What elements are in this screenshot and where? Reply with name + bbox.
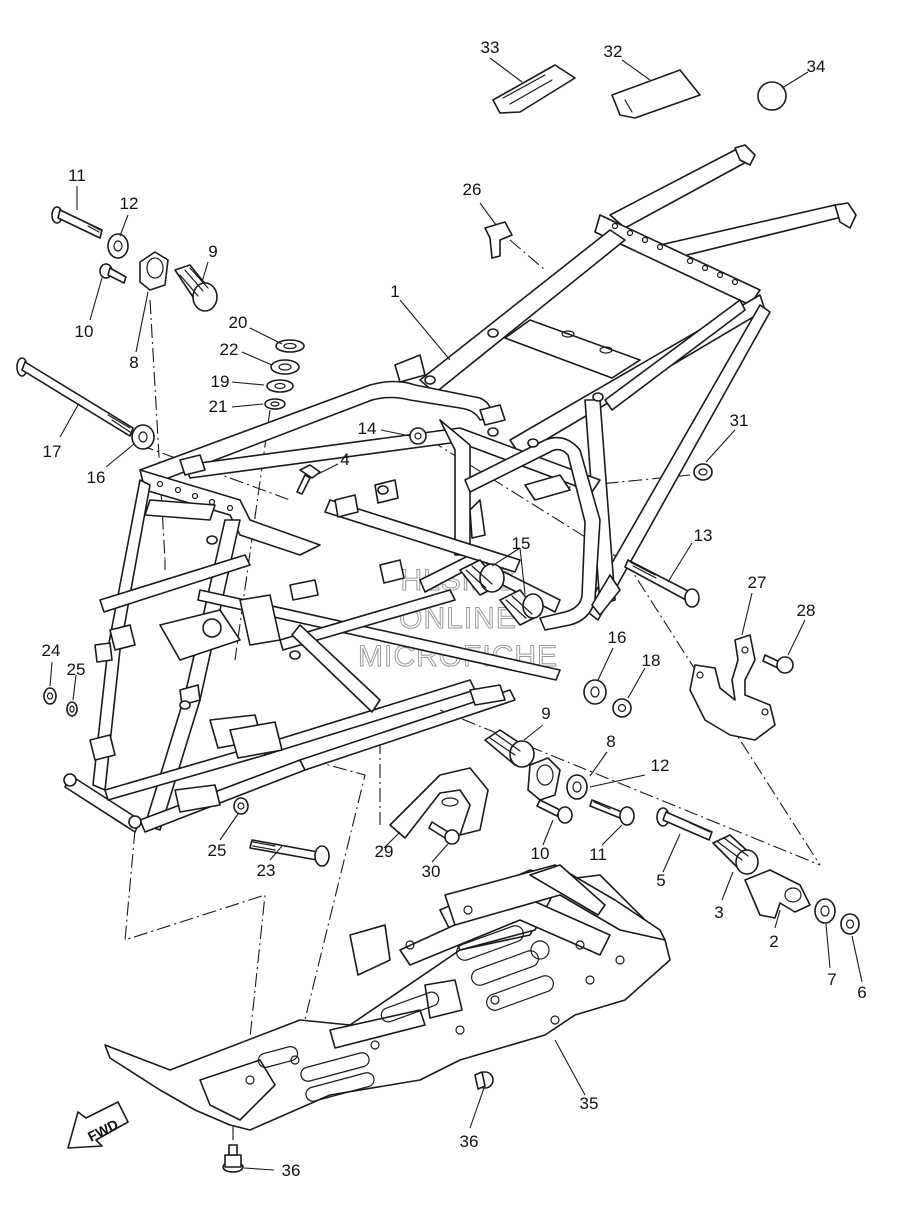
part-13-bolt [624,559,700,608]
part-14-nut [409,427,427,445]
part-6-nut [840,913,860,935]
part-12-collar-lower [566,774,588,800]
part-12-collar-upper [107,233,129,259]
callout-27: 27 [748,573,767,592]
part-36-bolt-upper [474,1071,494,1090]
callout-18: 18 [642,651,661,670]
part-8-bracket-lower [527,757,561,801]
skid-plate [104,864,671,1131]
callout-1: 1 [390,282,399,301]
callout-13: 13 [694,526,713,545]
callout-22: 22 [220,340,239,359]
part-10-bolt-upper [99,263,127,284]
callout-25-left: 25 [67,660,86,679]
callout-31: 31 [730,411,749,430]
part-32 [611,69,701,119]
part-24-washer [43,687,57,705]
callout-34: 34 [807,57,826,76]
part-29-bracket [389,767,489,839]
part-34-oring [757,81,787,111]
part-18-nut [612,698,632,718]
callout-29: 29 [375,842,394,861]
callout-17: 17 [43,442,62,461]
part-3-damper [712,834,759,875]
rear-plate-holes [611,222,739,286]
part-23-bolt [249,839,330,867]
part-16-collar-lower [583,679,607,705]
part-2-bracket [744,869,811,919]
callout-23: 23 [257,861,276,880]
callout-33: 33 [481,38,500,57]
callout-9-lower: 9 [541,704,550,723]
callout-36-upper: 36 [460,1132,479,1151]
callout-16-upper: 16 [87,468,106,487]
part-9-damper-upper [174,264,218,312]
callout-36-lower: 36 [282,1161,301,1180]
forward-arrow: FWD [67,1101,129,1149]
part-8-bracket-upper [139,251,169,291]
parts-20-22-19-21-stack [264,339,305,410]
part-7-collar [814,898,836,924]
leader-lines [49,57,863,1171]
part-25-washer-lower [233,797,249,815]
part-17-long-bolt [16,357,134,437]
part-31-nut [693,463,713,481]
callout-16-lower: 16 [608,628,627,647]
callout-35: 35 [580,1094,599,1113]
callout-20: 20 [229,313,248,332]
callout-24: 24 [42,641,61,660]
callout-12-upper: 12 [120,194,139,213]
part-11-bolt-lower [589,799,635,826]
callout-5: 5 [656,871,665,890]
loose-parts [16,64,860,1173]
callout-11-upper: 11 [68,166,86,185]
skid-plate-holes [245,905,625,1085]
callout-10-upper: 10 [75,322,94,341]
parts-15-dampers [459,559,544,626]
part-28-bolt [762,654,794,674]
part-10-bolt-lower [536,799,573,824]
callout-12-lower: 12 [651,756,670,775]
part-30-bolt [428,821,460,845]
callout-8-upper: 8 [129,353,138,372]
callout-14: 14 [358,419,377,438]
callouts: 33 32 34 26 11 12 9 10 8 1 20 22 19 21 1… [42,38,867,1180]
callout-3: 3 [714,903,723,922]
callout-2: 2 [769,932,778,951]
part-5-bolt [656,807,713,841]
part-26-bracket [484,221,513,259]
part-11-bolt-upper [51,206,103,239]
part-33 [492,64,576,114]
skid-plate-slots [257,925,554,1102]
callout-8-lower: 8 [606,732,615,751]
callout-21: 21 [209,397,228,416]
callout-32: 32 [604,42,623,61]
callout-11-lower: 11 [589,845,607,864]
callout-28: 28 [797,601,816,620]
callout-10-lower: 10 [531,844,550,863]
callout-26: 26 [463,180,482,199]
part-16-collar-upper [131,424,155,450]
callout-30: 30 [422,862,441,881]
part-36-bolt-lower [222,1144,244,1173]
part-27-bracket [689,634,776,741]
callout-4: 4 [340,450,349,469]
main-frame [63,144,857,833]
callout-15: 15 [512,534,531,553]
part-9-damper-lower [484,729,535,768]
callout-9-upper: 9 [208,242,217,261]
callout-25-lower: 25 [208,841,227,860]
callout-6: 6 [857,983,866,1002]
callout-19: 19 [211,372,230,391]
part-4-screw [296,464,321,495]
callout-7: 7 [827,970,836,989]
part-25-washer-left [66,701,78,717]
